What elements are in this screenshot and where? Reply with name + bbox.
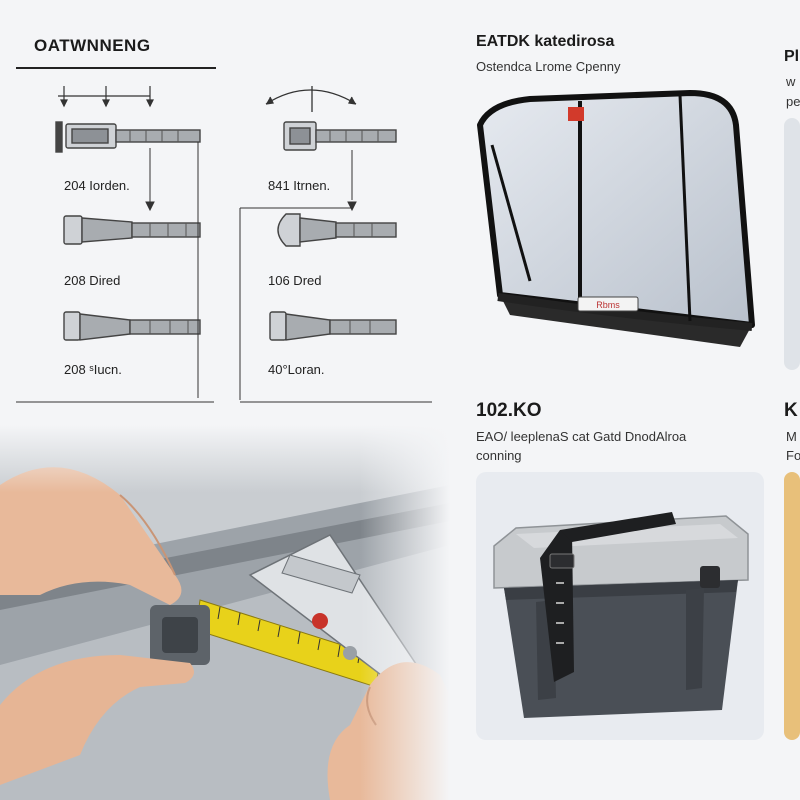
diagram-label-4: 106 Dred	[268, 273, 322, 288]
diagram-label-6: 40°Loran.	[268, 362, 325, 377]
strapped-storage-box-image	[493, 512, 749, 718]
mesh-storage-bag-image[interactable]: Rbms	[470, 85, 760, 365]
strap-buckle-3	[63, 215, 201, 245]
rotation-arrows	[265, 86, 357, 112]
product-2-subtitle: EAO/ leeplenaS cat Gatd DnodAlroa	[476, 429, 687, 444]
storage-box-card[interactable]	[476, 472, 764, 740]
product-2-subtitle-line2: conning	[476, 448, 522, 463]
title-rule	[16, 67, 216, 69]
edge-card-1-line2: pe	[786, 94, 800, 109]
diagram-label-2: 841 Itrnen.	[268, 178, 331, 193]
diagram-label-5: 208 ˢIucn.	[64, 362, 122, 377]
edge-card-2-title: K	[784, 400, 798, 421]
edge-card-1-image[interactable]	[784, 118, 800, 370]
strap-buckle-4	[277, 213, 397, 247]
caliper-measuring-photo	[0, 425, 450, 800]
connector-lines	[16, 142, 432, 403]
product-1-subtitle: Ostendca Lrome Cpenny	[476, 59, 621, 74]
edge-card-2-line1: M	[786, 429, 797, 444]
edge-card-1-title: Pl	[784, 48, 800, 65]
dimension-marks-left	[58, 86, 154, 108]
diagram-label-3: 208 Dired	[64, 273, 121, 288]
edge-card-2-image[interactable]	[784, 472, 800, 740]
product-2-title: 102.KO	[476, 400, 542, 421]
diagram-title: OATWNNENG	[34, 36, 151, 55]
strap-buckle-6	[269, 311, 397, 341]
strap-buckle-1	[55, 121, 201, 153]
strap-buckle-2	[283, 121, 397, 151]
mesh-bag-tag: Rbms	[596, 300, 620, 310]
edge-card-1-line1: w	[786, 74, 796, 89]
diagram-label-1: 204 Iorden.	[64, 178, 130, 193]
mounting-diagram	[16, 86, 432, 403]
strap-buckle-5	[63, 311, 201, 341]
edge-card-2-line2: Fo	[786, 448, 800, 463]
product-1-title: EATDK katedirosa	[476, 33, 615, 50]
